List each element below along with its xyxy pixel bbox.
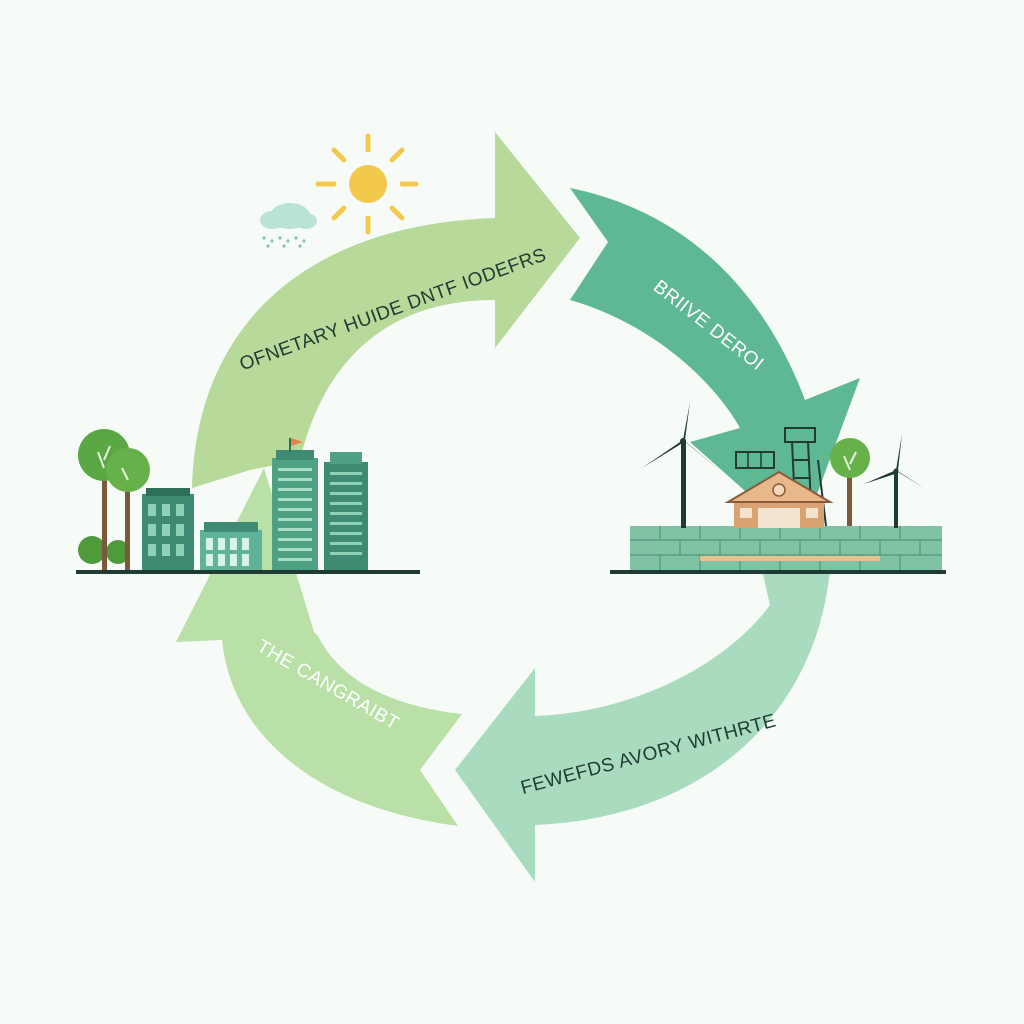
- city-ground: [76, 570, 420, 574]
- building-icon: [142, 488, 194, 570]
- cloud-icon: [260, 203, 317, 248]
- building-icon: [272, 450, 318, 570]
- energy-ground: [610, 570, 946, 574]
- cycle-arrow-top-right: [570, 188, 860, 540]
- building-icon: [200, 522, 262, 570]
- wind-turbine-icon: [642, 402, 722, 528]
- wind-turbine-icon: [864, 434, 924, 528]
- cycle-arrow-bottom-left: [176, 468, 462, 826]
- tree-icon: [830, 438, 870, 526]
- sun-icon: [318, 136, 416, 232]
- brick-wall: [630, 526, 942, 570]
- building-icon: [324, 452, 368, 570]
